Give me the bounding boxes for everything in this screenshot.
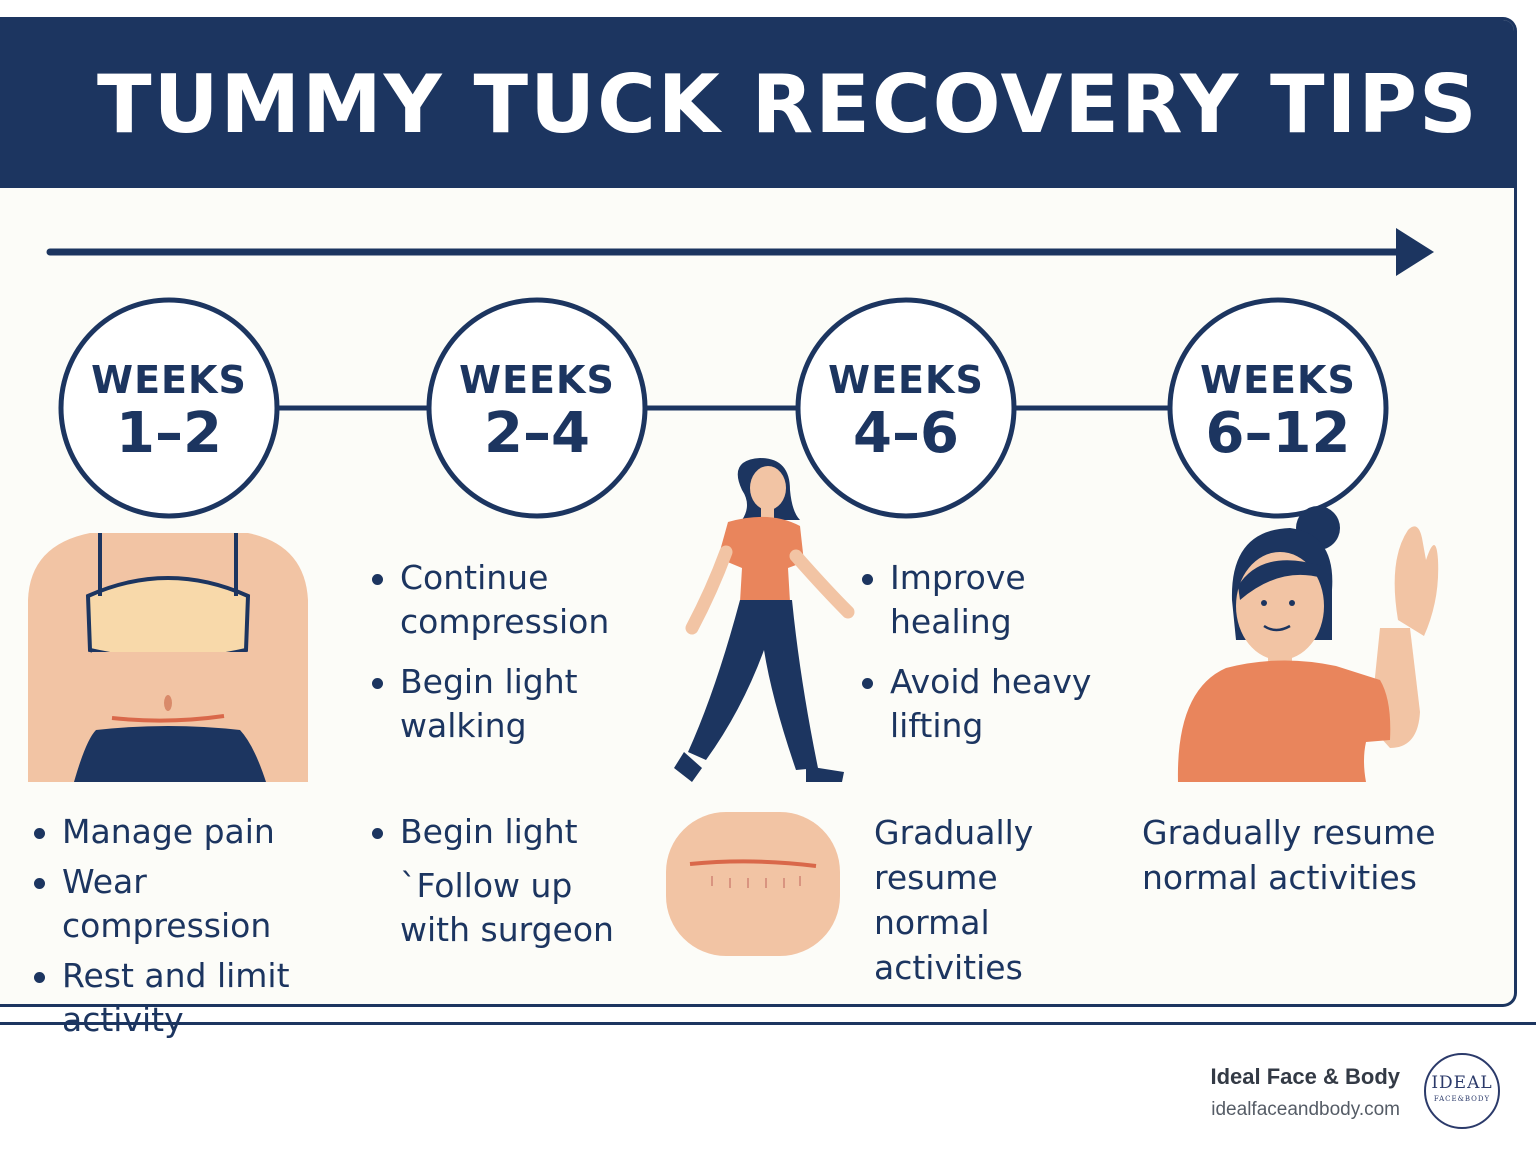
walking-woman-illustration xyxy=(674,458,855,782)
phase-4-weeks: WEEKS xyxy=(1200,358,1356,402)
phase-3-weeks: WEEKS xyxy=(828,358,984,402)
phase-circle-1 xyxy=(58,297,280,519)
phase-1-tips: Manage pain Wear compression Rest and li… xyxy=(34,810,364,1048)
list-item: Manage pain xyxy=(34,810,364,854)
timeline-arrow-icon xyxy=(46,228,1434,276)
scar-patch-illustration xyxy=(666,812,840,956)
phase-2-range: 2–4 xyxy=(484,401,590,466)
list-item: Begin light walking xyxy=(372,660,600,748)
list-item: Wear compression xyxy=(34,860,364,948)
page-title: TUMMY TUCK RECOVERY TIPS xyxy=(97,58,1479,151)
phase-3-range: 4–6 xyxy=(853,401,959,466)
phase-1-weeks: WEEKS xyxy=(91,358,247,402)
brand-url[interactable]: idealfaceandbody.com xyxy=(1211,1099,1400,1120)
phase-1-label: WEEKS 1–2 xyxy=(64,358,274,466)
phase-2-weeks: WEEKS xyxy=(459,358,615,402)
brand-name: Ideal Face & Body xyxy=(1210,1064,1400,1089)
phase-3-label: WEEKS 4–6 xyxy=(801,358,1011,466)
list-item: Improve healing xyxy=(862,556,1050,644)
phase-2-bottom-tips: Begin light `Follow up with surgeon xyxy=(372,810,632,958)
list-item: `Follow up with surgeon xyxy=(400,866,614,949)
waving-woman-illustration xyxy=(1177,506,1439,782)
phase-1-range: 1–2 xyxy=(116,401,222,466)
logo-text: IDEAL xyxy=(1431,1073,1493,1093)
footer-divider xyxy=(0,1022,1536,1025)
torso-illustration xyxy=(28,533,308,782)
phase-circle-3 xyxy=(795,297,1017,519)
list-item: Begin light xyxy=(372,810,632,854)
phase-3-top-tips: Improve healing Avoid heavy lifting xyxy=(862,556,1112,754)
phase-circle-2 xyxy=(426,297,648,519)
phase-2-top-tips: Continue compression Begin light walking xyxy=(372,556,632,754)
phase-2-label: WEEKS 2–4 xyxy=(432,358,642,466)
list-item: Continue compression xyxy=(372,556,632,644)
logo-subtext: FACE&BODY xyxy=(1433,1095,1491,1103)
phase-3-bottom-tip: Gradually resume normal activities xyxy=(874,813,1034,987)
brand-logo: IDEAL FACE&BODY xyxy=(1424,1053,1500,1129)
phase-circle-4 xyxy=(1167,297,1389,519)
list-item: Rest and limit activity xyxy=(34,954,312,1042)
phase-4-label: WEEKS 6–12 xyxy=(1173,358,1383,466)
phase-4-range: 6–12 xyxy=(1205,401,1351,466)
title-banner: TUMMY TUCK RECOVERY TIPS xyxy=(0,20,1514,188)
list-item: Avoid heavy lifting xyxy=(862,660,1110,748)
phase-4-bottom-tip: Gradually resume normal activities xyxy=(1142,813,1436,897)
